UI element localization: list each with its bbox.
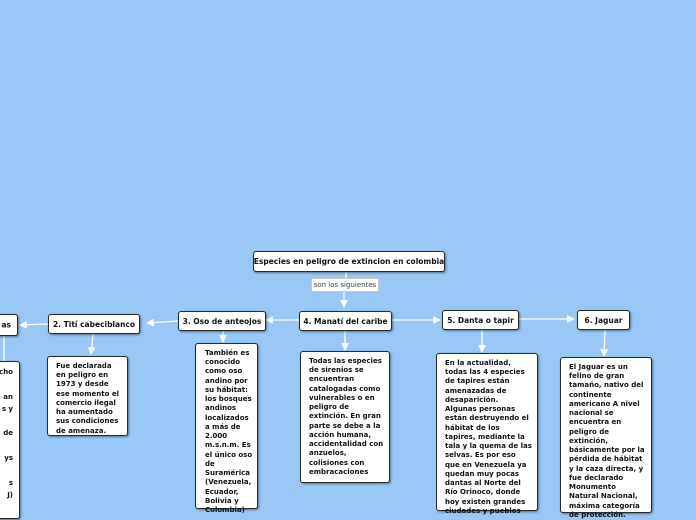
connector-label-text: son los siguientes bbox=[313, 281, 377, 289]
note-oso-de-anteojos: También es conocido como oso andino por … bbox=[195, 343, 258, 514]
note-titi-cabeciblanco: Fue declarada en peligro en 1973 y desde… bbox=[47, 356, 128, 436]
cut-off-note-line: cho bbox=[0, 368, 13, 376]
link-jaguar-note bbox=[600, 329, 609, 357]
topic-manati-del-caribe-title: 4. Manatí del caribe bbox=[303, 316, 388, 326]
note-oso-de-anteojos-text: También es conocido como oso andino por … bbox=[205, 349, 253, 514]
link-titi-note bbox=[87, 333, 96, 355]
topic-oso-de-anteojos[interactable]: 3. Oso de anteojos bbox=[178, 311, 266, 331]
topic-titi-cabeciblanco[interactable]: 2. Tití cabeciblanco bbox=[48, 314, 140, 334]
note-titi-cabeciblanco-text: Fue declarada en peligro en 1973 y desde… bbox=[56, 362, 119, 435]
note-manati-del-caribe: Todas las especies de sirenios se encuen… bbox=[300, 351, 390, 483]
cut-off-note-line bbox=[0, 380, 13, 392]
note-danta-o-tapir-text: En la actualidad, todas las 4 especies d… bbox=[445, 359, 532, 515]
cut-off-note-line: ys bbox=[4, 454, 13, 463]
topic-oso-de-anteojos-title: 3. Oso de anteojos bbox=[182, 316, 262, 326]
topic-jaguar[interactable]: 6. Jaguar bbox=[577, 310, 630, 330]
topic-danta-o-tapir[interactable]: 5. Danta o tapir bbox=[442, 310, 519, 330]
topic-danta-o-tapir-title: 5. Danta o tapir bbox=[447, 315, 514, 325]
cut-off-note-line: J) bbox=[7, 490, 13, 499]
note-jaguar-text: El Jaguar es un felino de gran tamaño, n… bbox=[569, 363, 645, 519]
cut-off-note-line: de bbox=[3, 429, 13, 438]
root-topic-title: Especies en peligro de extincion en colo… bbox=[253, 257, 445, 266]
note-danta-o-tapir: En la actualidad, todas las 4 especies d… bbox=[436, 353, 538, 515]
cut-off-note-line: s y bbox=[1, 404, 13, 413]
cut-off-note-line bbox=[0, 442, 13, 454]
root-topic[interactable]: Especies en peligro de extincion en colo… bbox=[253, 251, 445, 272]
note-manati-del-caribe-text: Todas las especies de sirenios se encuen… bbox=[309, 357, 384, 476]
cut-off-topic[interactable]: as bbox=[0, 314, 18, 336]
connector-label[interactable]: son los siguientes bbox=[311, 278, 379, 292]
cut-off-note-line: s bbox=[8, 478, 13, 487]
cut-off-note-line bbox=[0, 466, 13, 478]
cut-off-note-line bbox=[0, 417, 13, 429]
topic-manati-del-caribe[interactable]: 4. Manatí del caribe bbox=[299, 311, 392, 331]
link-oso-titi bbox=[146, 318, 179, 327]
note-jaguar: El Jaguar es un felino de gran tamaño, n… bbox=[560, 357, 652, 519]
topic-titi-cabeciblanco-title: 2. Tití cabeciblanco bbox=[52, 319, 136, 329]
cut-off-topic-title: as bbox=[1, 320, 11, 330]
topic-jaguar-title: 6. Jaguar bbox=[584, 315, 623, 325]
cut-off-note-line: an bbox=[3, 392, 13, 401]
link-titi-cutoff bbox=[19, 320, 49, 329]
